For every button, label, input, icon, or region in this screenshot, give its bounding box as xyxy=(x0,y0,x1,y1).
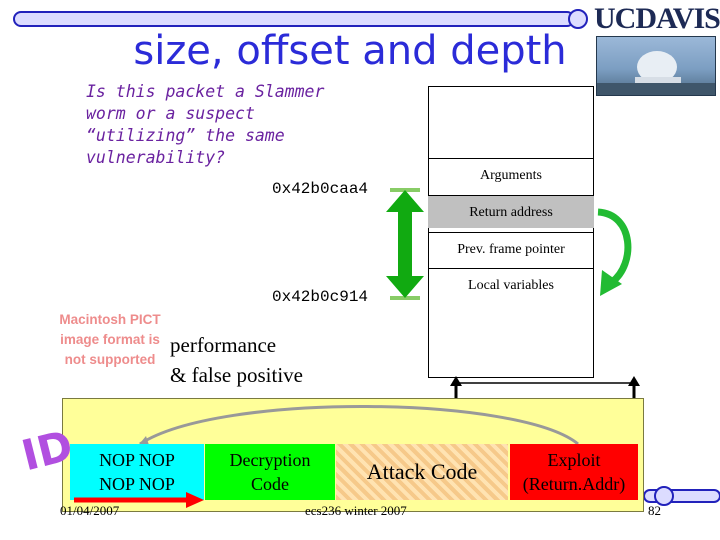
nop-sled-segment: NOP NOP NOP NOP xyxy=(70,444,204,500)
nop-line-2: NOP NOP xyxy=(99,474,175,494)
exploit-line-2: (Return.Addr) xyxy=(522,474,626,494)
decrypt-line-2: Code xyxy=(250,474,289,494)
decrypt-line-1: Decryption xyxy=(229,450,311,470)
footer-course: ecs236 winter 2007 xyxy=(305,503,407,518)
footer-date: 01/04/2007 xyxy=(60,503,120,518)
attack-code-segment: Attack Code xyxy=(336,444,508,500)
page-number: 82 xyxy=(648,503,661,518)
stack-row-local-variables: Local variables xyxy=(428,268,594,301)
stack-row-prev-frame-pointer: Prev. frame pointer xyxy=(428,232,594,265)
note-line-2: & false positive xyxy=(170,363,303,387)
slide-title: size, offset and depth xyxy=(133,28,567,74)
stack-row-return-address: Return address xyxy=(428,195,594,228)
top-decorative-bar xyxy=(13,9,588,29)
exploit-segment: Exploit (Return.Addr) xyxy=(510,444,638,500)
green-curved-arrow xyxy=(597,208,632,296)
question-text: Is this packet a Slammer worm or a suspe… xyxy=(86,82,325,167)
ucdavis-logo: UCDAVIS xyxy=(594,2,720,35)
nop-line-1: NOP NOP xyxy=(99,450,175,470)
campus-photo xyxy=(596,36,716,96)
red-arrow xyxy=(74,492,204,508)
address-bottom: 0x42b0c914 xyxy=(272,288,369,306)
stack-row-arguments: Arguments xyxy=(428,158,594,191)
unsupported-image-placeholder: Macintosh PICT image format is not suppo… xyxy=(59,312,161,367)
note-line-1: performance xyxy=(170,333,277,357)
performance-note: performance & false positive xyxy=(170,330,303,390)
address-top: 0x42b0caa4 xyxy=(272,180,369,198)
decryption-code-segment: Decryption Code xyxy=(205,444,335,500)
exploit-line-1: Exploit xyxy=(547,450,601,470)
